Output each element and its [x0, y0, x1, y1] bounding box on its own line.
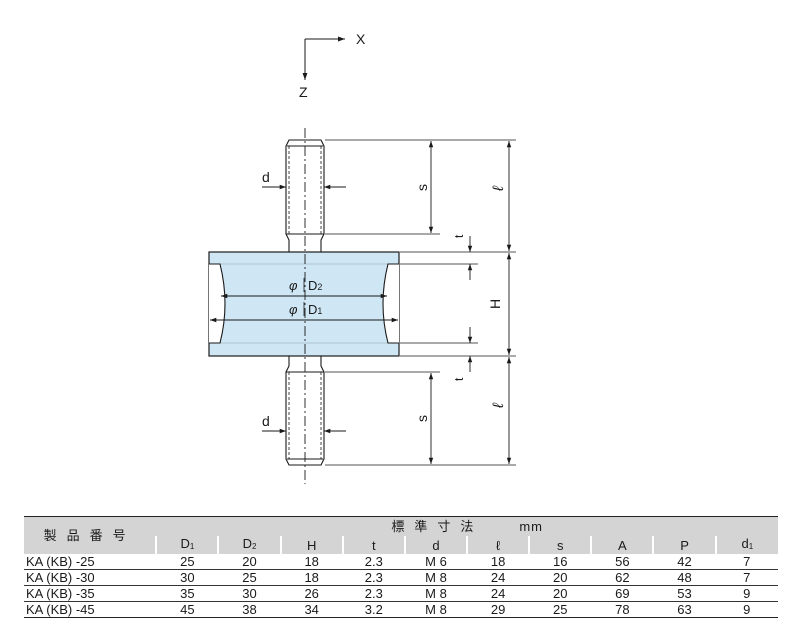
table-cell: 30 [218, 585, 281, 602]
table-cell: 56 [591, 554, 654, 570]
extension-lines [325, 139, 516, 466]
table-cell: 25 [156, 554, 219, 570]
dim-label-d-bottom: d [262, 413, 270, 429]
table-cell: 24 [467, 585, 530, 602]
table-cell: 2.3 [342, 554, 405, 570]
dim-label-t-top: t [452, 234, 466, 238]
column-header: s [528, 536, 592, 554]
column-header-main: A [618, 537, 627, 553]
column-header-subscript: 1 [748, 542, 754, 551]
column-header: d1 [714, 536, 778, 554]
model-number-cell: KA (KB) -35 [24, 585, 157, 602]
standard-dimensions-header: 標準寸法 mm [156, 516, 778, 536]
table-cell: 9 [715, 601, 778, 618]
table-cell: 2.3 [342, 585, 405, 602]
rubber-mount-drawing: X Z [208, 31, 516, 484]
dimension-lines [210, 141, 512, 464]
standard-dimensions-label: 標準寸法 [391, 519, 484, 534]
table-cell: 18 [280, 554, 343, 570]
column-header: d [403, 536, 468, 554]
table-cell: 34 [280, 601, 343, 618]
bottom-stud [285, 355, 325, 466]
table-cell: 30 [156, 569, 219, 586]
table-cell: 45 [156, 601, 219, 618]
table-cell: 7 [715, 569, 778, 586]
model-number-cell: KA (KB) -45 [24, 601, 157, 618]
table-cell: 53 [653, 585, 716, 602]
column-header-subscript: 2 [252, 542, 257, 551]
unit-label: mm [519, 519, 543, 534]
column-header-main: P [680, 537, 689, 553]
column-header-subscript: 1 [189, 542, 195, 551]
dim-label-l-bottom: ℓ [490, 402, 507, 409]
model-number-header: 製品番号 [24, 516, 157, 554]
table-cell: 63 [653, 601, 716, 618]
table-cell: 48 [653, 569, 716, 586]
column-header-main: d [741, 536, 749, 551]
table-cell: 7 [715, 554, 778, 570]
dim-label-s-top: s [414, 184, 430, 191]
model-number-cell: KA (KB) -25 [24, 554, 157, 570]
column-header-main: H [306, 537, 317, 553]
table-cell: M 8 [404, 585, 468, 602]
table-cell: 35 [156, 585, 219, 602]
table-cell: 3.2 [342, 601, 405, 618]
table-cell: 18 [280, 569, 343, 586]
dim-label-h: H [487, 299, 503, 309]
dim-label-d2: D2 [308, 278, 322, 293]
table-cell: 18 [467, 554, 530, 570]
column-header-main: ℓ [496, 537, 501, 553]
column-header-main: t [372, 537, 376, 553]
phi-symbol-d1: φ [289, 302, 298, 317]
column-header-main: d [432, 537, 440, 553]
column-header: A [590, 536, 654, 554]
column-header: ℓ [466, 536, 530, 554]
z-axis-label: Z [299, 84, 308, 100]
column-header-main: s [556, 537, 564, 553]
model-number-cell: KA (KB) -30 [24, 569, 157, 586]
table-cell: 9 [715, 585, 778, 602]
table-cell: 69 [591, 585, 654, 602]
table-cell: 2.3 [342, 569, 405, 586]
column-header: D2 [217, 536, 281, 554]
table-cell: 24 [467, 569, 530, 586]
column-header: t [341, 536, 405, 554]
dim-label-d-top: d [262, 169, 270, 185]
table-cell: 78 [591, 601, 654, 618]
table-cell: 20 [529, 585, 592, 602]
table-cell: 38 [218, 601, 281, 618]
table-cell: 20 [218, 554, 281, 570]
phi-symbol-d2: φ [289, 278, 298, 293]
column-header-main: D [242, 536, 252, 551]
table-cell: 16 [529, 554, 592, 570]
column-header: P [652, 536, 716, 554]
x-axis-label: X [356, 31, 366, 47]
column-header: H [279, 536, 343, 554]
table-cell: 20 [529, 569, 592, 586]
dim-label-l-top: ℓ [490, 185, 507, 192]
table-cell: 26 [280, 585, 343, 602]
dim-label-d1: D1 [308, 302, 322, 317]
table-cell: M 8 [404, 601, 468, 618]
table-cell: 42 [653, 554, 716, 570]
table-cell: M 8 [404, 569, 468, 586]
dim-label-t-bottom: t [452, 377, 466, 381]
column-header: D1 [155, 536, 219, 554]
table-cell: M 6 [404, 554, 468, 570]
table-cell: 29 [467, 601, 530, 618]
axis-indicator [302, 36, 345, 80]
table-cell: 25 [529, 601, 592, 618]
column-header-main: D [180, 536, 190, 551]
table-cell: 62 [591, 569, 654, 586]
dim-label-s-bottom: s [414, 415, 430, 422]
table-cell: 25 [218, 569, 281, 586]
